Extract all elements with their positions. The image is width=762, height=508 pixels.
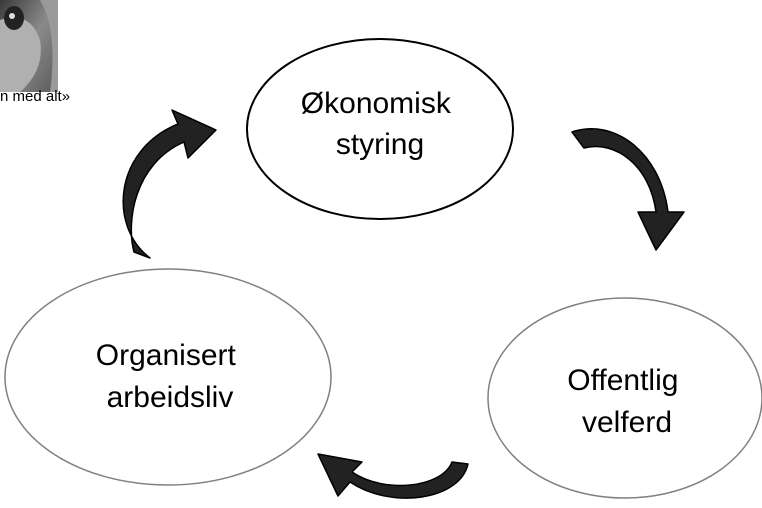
node-organisert-arbeidsliv: Organisert arbeidsliv: [4, 268, 332, 486]
node-okonomisk-line2: styring: [336, 128, 424, 161]
node-organisert-line1: Organisert: [96, 339, 237, 372]
svg-text:Økonomisk styring: Økonomisk styring: [301, 87, 459, 161]
node-okonomisk-line1: Økonomisk: [301, 87, 452, 120]
node-offentlig-line1: Offentlig: [567, 364, 678, 397]
node-organisert-ellipse: [4, 268, 332, 486]
arrow-organisert-to-okonomisk: [122, 109, 217, 259]
node-offentlig-velferd: Offentlig velferd: [487, 297, 762, 499]
svg-text:Organisert arbeidsliv: Organisert arbeidsliv: [96, 339, 244, 414]
arrow-okonomisk-to-offentlig: [571, 127, 685, 251]
photo-caption: n med alt»: [0, 88, 71, 105]
node-organisert-line2: arbeidsliv: [107, 381, 234, 414]
svg-text:Offentlig velferd: Offentlig velferd: [567, 364, 687, 439]
cropped-photo: [0, 0, 58, 92]
node-okonomisk-styring: Økonomisk styring: [246, 38, 514, 220]
node-offentlig-line2: velferd: [582, 406, 672, 439]
node-offentlig-ellipse: [487, 297, 762, 499]
arrow-offentlig-to-organisert: [317, 453, 469, 499]
node-okonomisk-ellipse: [246, 38, 514, 220]
